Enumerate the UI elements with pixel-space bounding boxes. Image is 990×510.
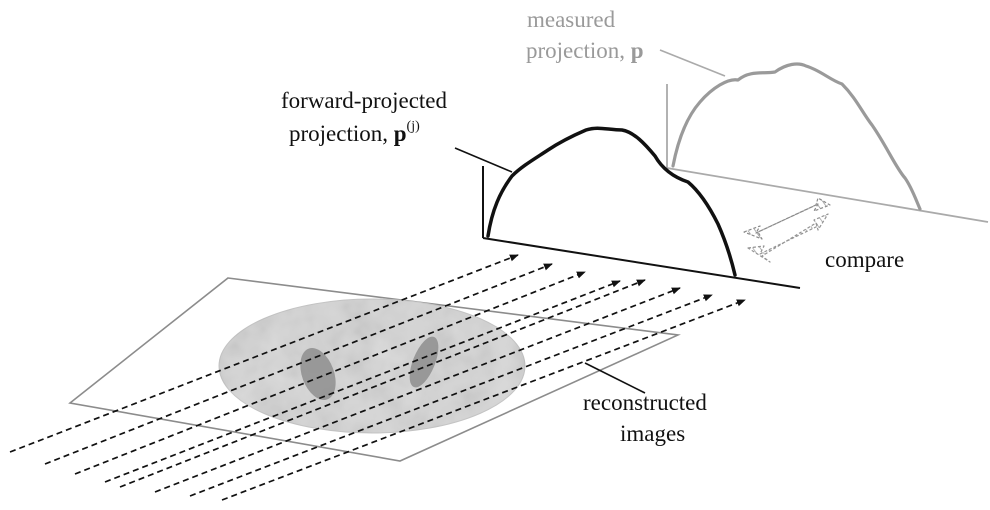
lesion-left — [300, 348, 336, 400]
reconstructed-leader-line — [584, 362, 646, 394]
measured-projection — [666, 62, 989, 223]
compare-label: compare — [825, 247, 904, 272]
measured-axis-baseline — [666, 167, 989, 223]
measured-label-line2: projection, p — [526, 38, 644, 63]
ray-6 — [154, 287, 681, 493]
reconstructed-image — [218, 298, 526, 434]
ray-1 — [9, 254, 519, 453]
ray-3 — [74, 271, 586, 475]
ray-2 — [44, 263, 553, 465]
reconstructed-label-line1: reconstructed — [583, 390, 707, 415]
forward-axis-baseline — [482, 237, 801, 289]
ray-5 — [119, 279, 646, 488]
forward-label-line2: projection, p(j) — [289, 119, 420, 146]
measured-label-line1: measured — [527, 7, 616, 32]
forward-leader-line — [454, 147, 513, 173]
forward-label-line1: forward-projected — [281, 88, 448, 113]
forward-curve — [486, 126, 737, 277]
measured-leader-line — [659, 49, 726, 77]
ray-4 — [104, 280, 621, 483]
projection-rays — [9, 254, 746, 501]
reconstructed-label-line2: images — [620, 421, 685, 446]
measured-curve — [671, 62, 922, 211]
ray-7 — [189, 294, 713, 497]
bidirectional-hatched-arrow-icon — [743, 197, 831, 263]
ray-8 — [221, 299, 746, 501]
forward-projection — [482, 126, 801, 289]
lesion-right — [409, 336, 439, 388]
